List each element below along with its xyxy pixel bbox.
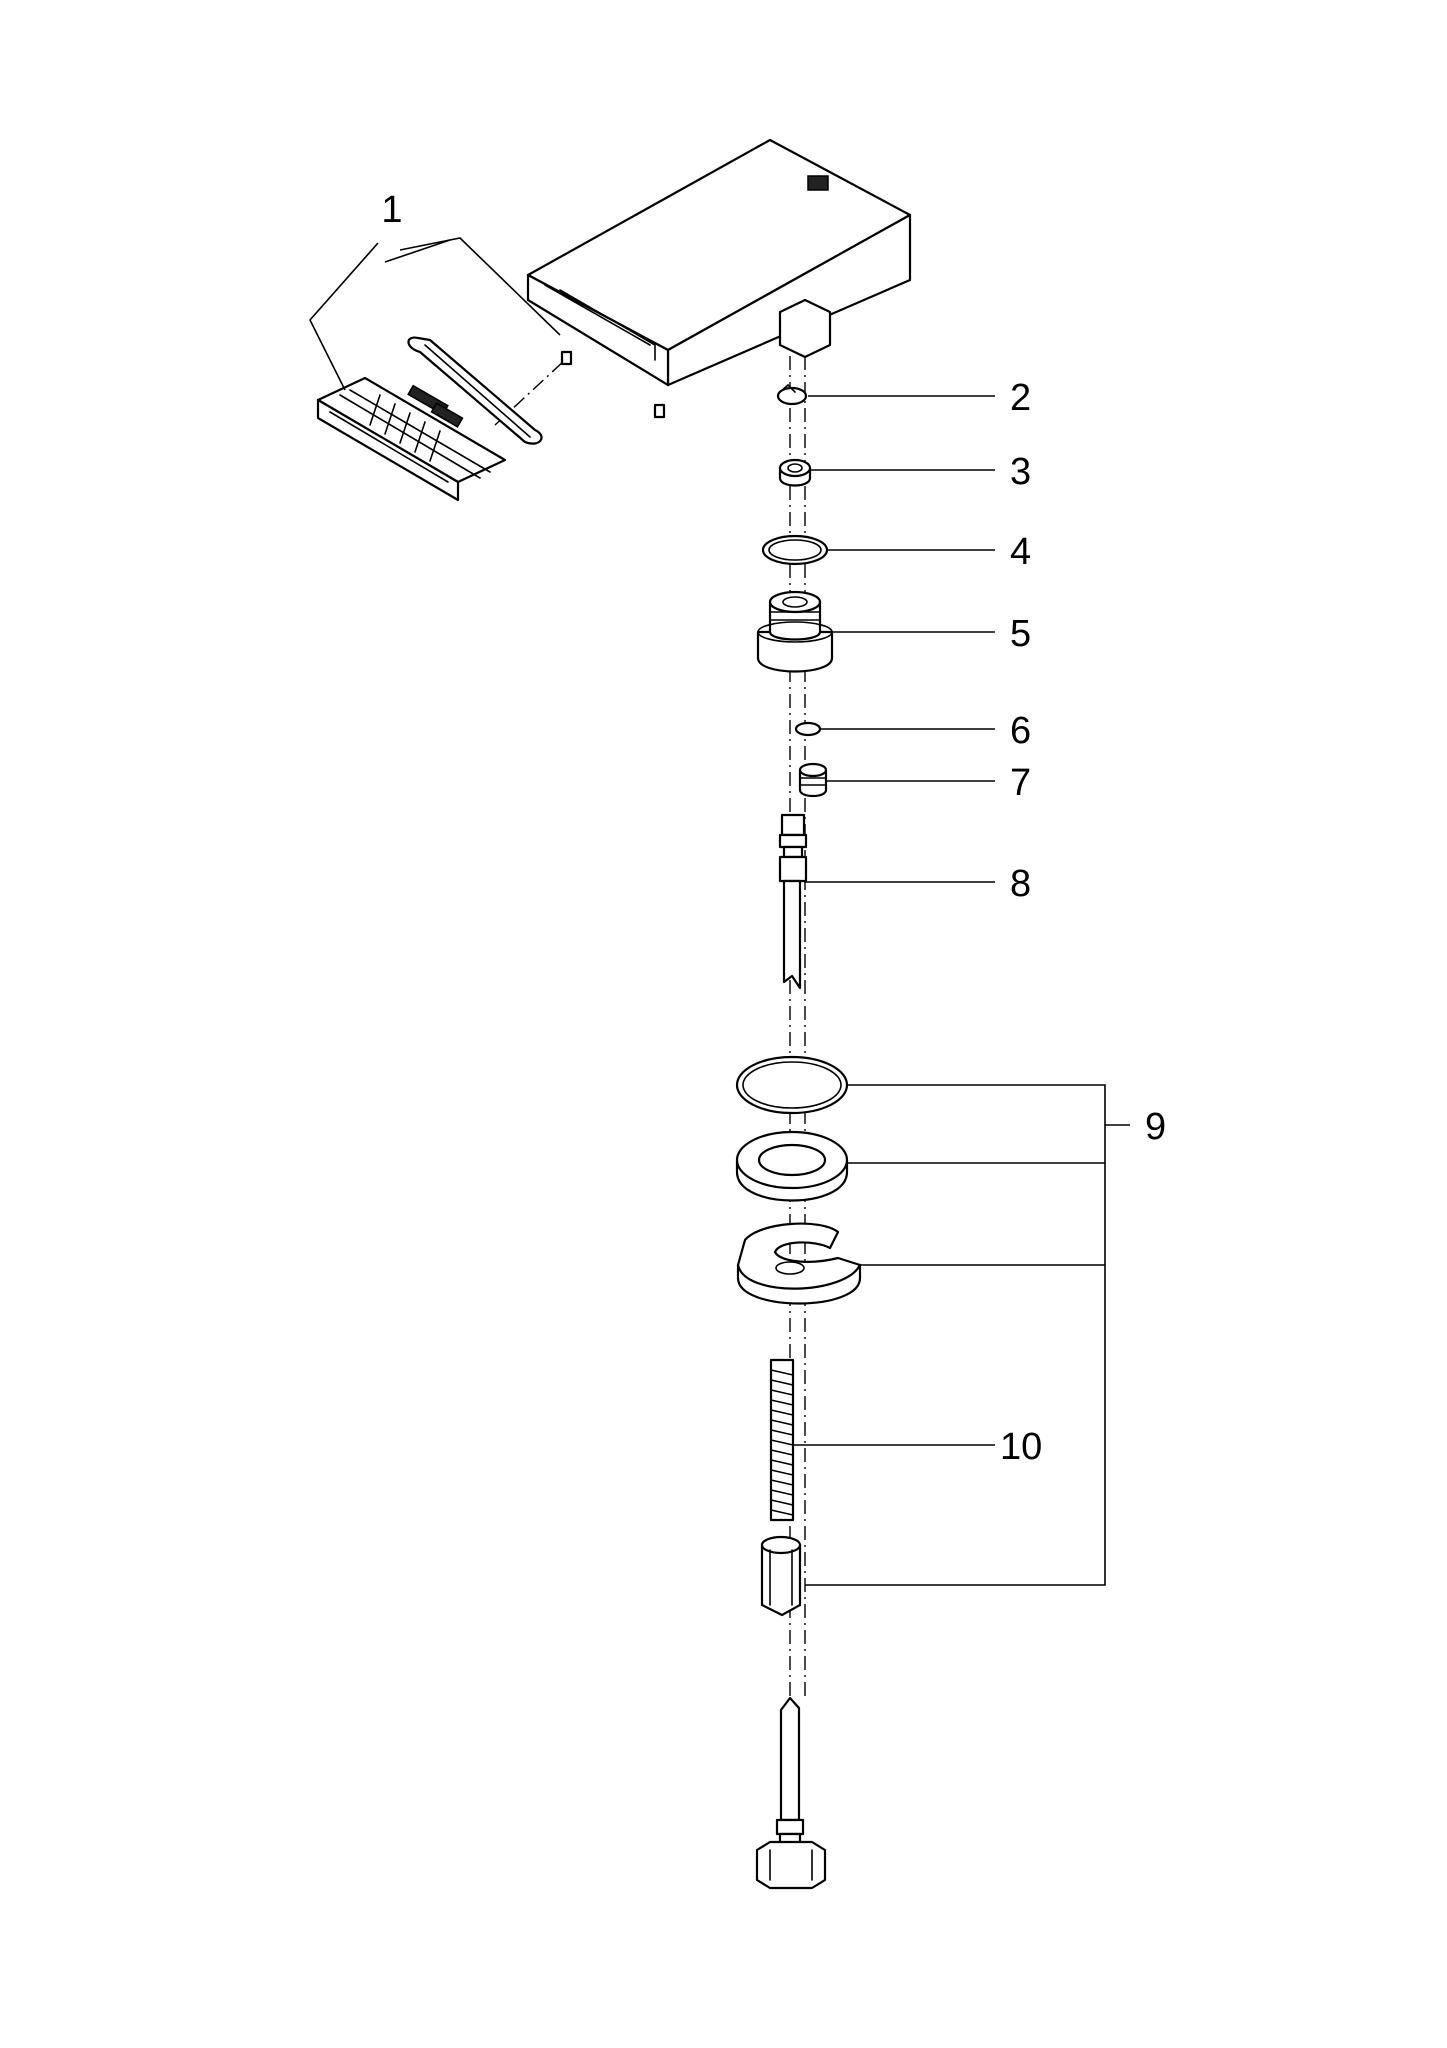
sealing-ring xyxy=(735,1055,849,1115)
callout-7: 7 xyxy=(1010,762,1031,804)
horseshoe-plate xyxy=(736,1222,862,1305)
leader-lines xyxy=(309,237,1130,1586)
leader-1c xyxy=(384,239,451,263)
part-10-threaded-rod xyxy=(769,1358,795,1522)
callout-5: 5 xyxy=(1010,613,1031,655)
logo-mark xyxy=(807,175,829,191)
washer xyxy=(735,1130,849,1202)
part-5-threaded-sleeve xyxy=(756,590,834,673)
callout-4: 4 xyxy=(1010,531,1031,573)
hex-nut xyxy=(755,1840,827,1890)
part-8-supply-tube xyxy=(778,813,808,990)
part-9-mounting-set xyxy=(735,1055,862,1617)
center-axis xyxy=(494,330,806,1700)
callout-6: 6 xyxy=(1010,710,1031,752)
part-4-o-ring xyxy=(761,534,829,566)
part-3-nut xyxy=(778,458,812,487)
leader-1a xyxy=(309,242,379,391)
part-2-clip xyxy=(776,383,808,406)
callout-10: 10 xyxy=(1000,1426,1042,1468)
callout-1: 1 xyxy=(381,189,402,231)
spout-body xyxy=(526,138,912,419)
part-7-check-valve xyxy=(798,762,828,798)
supply-hose-lower xyxy=(755,1696,827,1890)
callout-8: 8 xyxy=(1010,863,1031,905)
callout-3: 3 xyxy=(1010,451,1031,493)
grub-screw-bottom xyxy=(653,403,666,419)
part-1-aerator-set xyxy=(316,336,543,502)
callout-9: 9 xyxy=(1145,1106,1166,1148)
threaded-stud-sleeve xyxy=(760,1535,802,1617)
grub-screw-top xyxy=(560,350,573,366)
callout-2: 2 xyxy=(1010,377,1031,419)
leader-9-bracket xyxy=(805,1084,1106,1586)
part-6-small-ring xyxy=(794,721,822,737)
leader-1b xyxy=(399,237,561,336)
callout-labels: 1 2 3 4 5 6 7 8 9 10 xyxy=(381,189,1166,1468)
